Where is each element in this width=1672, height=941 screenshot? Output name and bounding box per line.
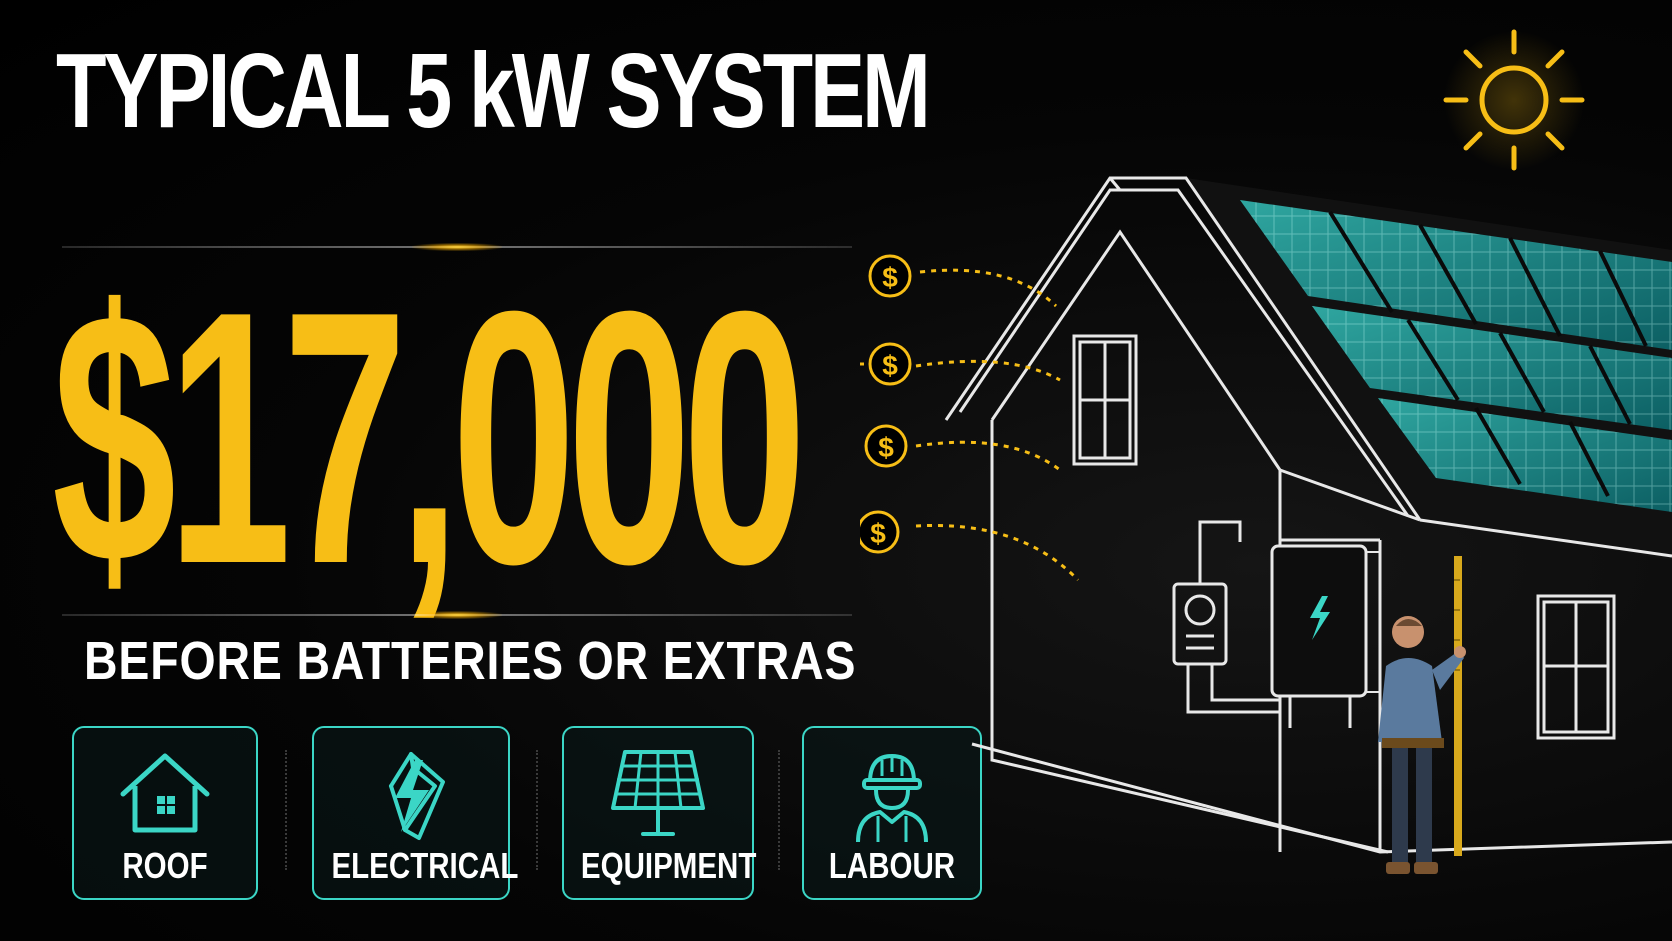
dollar-coin-icon: $ — [860, 342, 912, 386]
dollar-coin-icon: $ — [860, 510, 900, 554]
category-card-roof: ROOF — [72, 726, 258, 900]
svg-text:$: $ — [882, 350, 898, 381]
lightning-bolt-icon — [389, 752, 445, 840]
dollar-coin-icon: $ — [864, 424, 908, 468]
sun-icon — [1443, 29, 1585, 171]
card-separator — [285, 750, 287, 870]
svg-text:$: $ — [882, 262, 898, 293]
divider-glow — [412, 611, 502, 619]
price-amount: $17,000 — [52, 237, 807, 639]
solar-panel-icon — [611, 750, 705, 836]
category-card-labour: LABOUR — [802, 726, 982, 900]
worker-helmet-icon — [856, 753, 928, 843]
inverter-box — [1270, 544, 1381, 728]
money-flow-lines — [915, 268, 1080, 582]
house-outline — [944, 176, 1672, 854]
category-label: LABOUR — [828, 845, 956, 886]
card-separator — [778, 750, 780, 870]
subline: BEFORE BATTERIES OR EXTRAS — [84, 631, 857, 691]
lightning-bolt-icon — [1310, 596, 1330, 640]
electric-meter — [1172, 520, 1280, 714]
svg-text:$: $ — [870, 518, 886, 549]
house-window-side — [1536, 594, 1616, 740]
svg-text:$: $ — [878, 432, 894, 463]
card-separator — [536, 750, 538, 870]
headline: TYPICAL 5 kW SYSTEM — [56, 32, 931, 150]
divider-top — [62, 243, 852, 251]
house-icon — [120, 753, 210, 833]
category-label: ELECTRICAL — [331, 845, 519, 886]
solar-panels — [1240, 200, 1672, 512]
dollar-coin-icon: $ — [868, 254, 912, 298]
worker-figure — [1378, 616, 1466, 874]
house-window-upper — [1072, 334, 1138, 466]
divider-bottom — [62, 611, 852, 619]
divider-glow — [412, 243, 502, 251]
category-label: EQUIPMENT — [580, 845, 757, 886]
category-card-equipment: EQUIPMENT — [562, 726, 757, 900]
solar-house-illustration: $ $ $ $ — [860, 29, 1672, 874]
measuring-tape — [1454, 556, 1462, 856]
category-card-electrical: ELECTRICAL — [312, 726, 519, 900]
category-label: ROOF — [122, 845, 208, 886]
